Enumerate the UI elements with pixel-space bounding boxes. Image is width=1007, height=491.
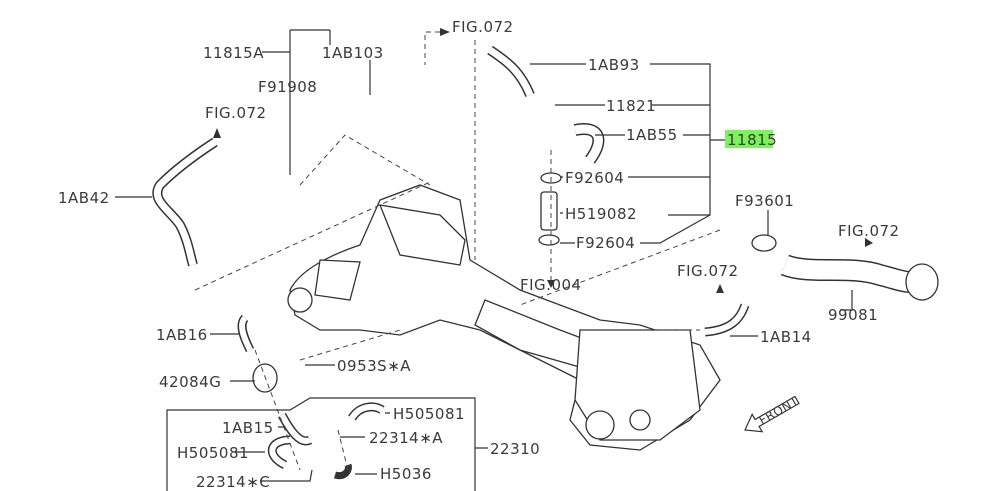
label-fig072-top[interactable]: FIG.072 bbox=[452, 18, 514, 36]
label-1ab14[interactable]: 1AB14 bbox=[760, 328, 812, 346]
label-22314-c[interactable]: 22314∗C bbox=[196, 473, 270, 491]
label-f92604-upper[interactable]: F92604 bbox=[565, 169, 624, 187]
arrow-icons bbox=[213, 28, 873, 433]
label-0953s-a[interactable]: 0953S∗A bbox=[337, 357, 411, 375]
label-1ab16[interactable]: 1AB16 bbox=[156, 326, 208, 344]
front-arrow-icon bbox=[744, 395, 800, 433]
leader-lines bbox=[115, 29, 853, 491]
arrow-up-icon bbox=[213, 128, 221, 138]
label-11821[interactable]: 11821 bbox=[606, 97, 656, 115]
label-fig072-mid[interactable]: FIG.072 bbox=[677, 262, 739, 280]
label-h505081-left[interactable]: H505081 bbox=[177, 444, 249, 462]
label-1ab55[interactable]: 1AB55 bbox=[626, 126, 678, 144]
label-fig004[interactable]: FIG.004 bbox=[520, 276, 582, 294]
label-22314-a[interactable]: 22314∗A bbox=[369, 429, 443, 447]
hoses bbox=[152, 45, 939, 480]
dashed-connectors bbox=[194, 31, 721, 471]
label-front: FRONT bbox=[757, 394, 802, 428]
label-f93601[interactable]: F93601 bbox=[735, 192, 794, 210]
label-11815a[interactable]: 11815A bbox=[203, 44, 264, 62]
arrow-left-icon bbox=[865, 238, 873, 247]
label-fig072-left[interactable]: FIG.072 bbox=[205, 104, 267, 122]
arrow-up-icon bbox=[716, 284, 724, 293]
label-h505081-right[interactable]: H505081 bbox=[393, 405, 465, 423]
label-f91908[interactable]: F91908 bbox=[258, 78, 317, 96]
label-1ab42[interactable]: 1AB42 bbox=[58, 189, 110, 207]
label-1ab93[interactable]: 1AB93 bbox=[588, 56, 640, 74]
label-h519082[interactable]: H519082 bbox=[565, 205, 637, 223]
arrow-down-icon bbox=[547, 280, 555, 288]
highlight-11815 bbox=[725, 130, 773, 148]
label-1ab103[interactable]: 1AB103 bbox=[322, 44, 384, 62]
label-99081[interactable]: 99081 bbox=[828, 306, 878, 324]
arrow-right-icon bbox=[440, 28, 450, 36]
label-11815-highlighted[interactable]: 11815 bbox=[727, 131, 777, 149]
label-fig072-right[interactable]: FIG.072 bbox=[838, 222, 900, 240]
label-22310[interactable]: 22310 bbox=[490, 440, 540, 458]
label-h5036[interactable]: H5036 bbox=[380, 465, 432, 483]
engine-intake-manifold bbox=[287, 184, 721, 451]
label-f92604-lower[interactable]: F92604 bbox=[576, 234, 635, 252]
label-1ab15[interactable]: 1AB15 bbox=[222, 419, 274, 437]
label-42084g[interactable]: 42084G bbox=[159, 373, 221, 391]
